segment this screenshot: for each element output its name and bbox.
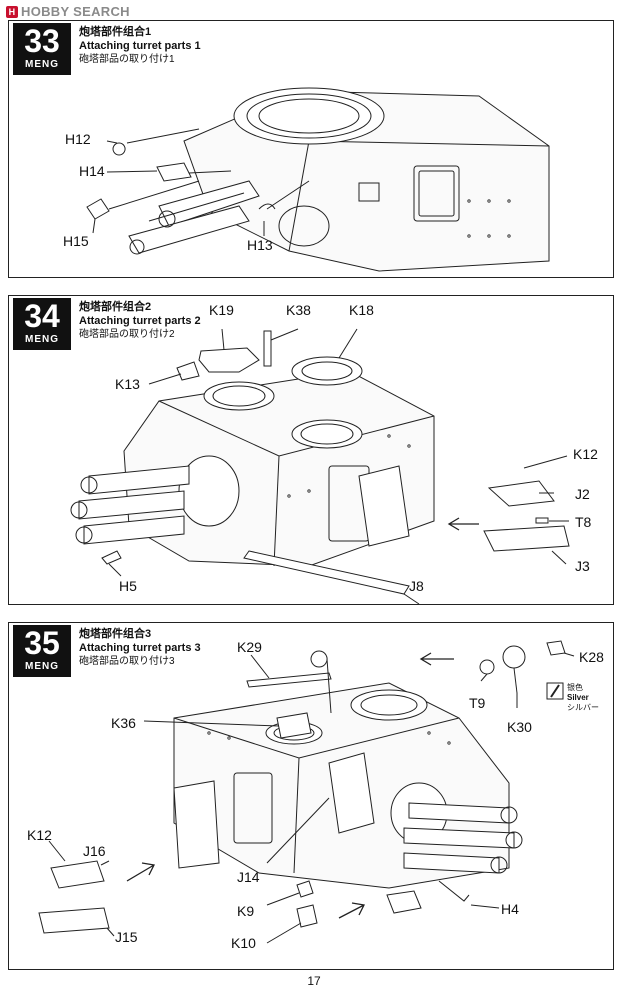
title-jp: 砲塔部品の取り付け2 <box>79 329 175 340</box>
part-label-j15: J15 <box>115 929 138 945</box>
step-number: 35 <box>24 625 60 661</box>
part-label-h4: H4 <box>501 901 519 917</box>
part-label-t9: T9 <box>469 695 486 711</box>
part-label-j3: J3 <box>575 558 590 574</box>
turret-drawing-35 <box>38 640 575 944</box>
part-label-k19: K19 <box>209 302 234 318</box>
part-label-j8: J8 <box>409 578 424 594</box>
watermark-text: HOBBY SEARCH <box>21 4 130 19</box>
step-number: 33 <box>24 23 60 59</box>
title-jp: 砲塔部品の取り付け1 <box>79 54 175 65</box>
part-label-k13: K13 <box>115 376 140 392</box>
title-en: Attaching turret parts 3 <box>79 642 201 654</box>
brand-logo: MENG <box>25 334 59 345</box>
part-label-h5: H5 <box>119 578 137 594</box>
step-badge: 33 MENG <box>13 23 71 75</box>
paint-name-en: Silver <box>567 693 589 702</box>
hobbysearch-logo-icon: H <box>6 5 18 18</box>
part-label-k18: K18 <box>349 302 374 318</box>
step-33-panel: 33 MENG 炮塔部件组合1 Attaching turret parts 1… <box>8 20 614 278</box>
part-label-k12-step35: K12 <box>27 827 52 843</box>
step-titles: 炮塔部件组合1 Attaching turret parts 1 砲塔部品の取り… <box>79 25 201 67</box>
title-jp: 砲塔部品の取り付け3 <box>79 656 175 667</box>
part-label-k12: K12 <box>573 446 598 462</box>
part-label-t8: T8 <box>575 514 592 530</box>
part-label-k38: K38 <box>286 302 311 318</box>
title-en: Attaching turret parts 1 <box>79 40 201 52</box>
page-number: 17 <box>307 974 321 988</box>
step-badge: 35 MENG <box>13 625 71 677</box>
part-label-j14: J14 <box>237 869 260 885</box>
paint-brush-icon <box>546 682 564 700</box>
title-en: Attaching turret parts 2 <box>79 315 201 327</box>
paint-name-cn: 银色 <box>567 683 583 692</box>
part-label-k29: K29 <box>237 639 262 655</box>
step-titles: 炮塔部件组合2 Attaching turret parts 2 砲塔部品の取り… <box>79 300 201 342</box>
step-number: 34 <box>24 298 60 334</box>
part-label-k10: K10 <box>231 935 256 951</box>
part-label-k28: K28 <box>579 649 604 665</box>
paint-name-jp: シルバー <box>567 703 599 712</box>
part-label-h14: H14 <box>79 163 105 179</box>
part-label-k9: K9 <box>237 903 255 919</box>
turret-drawing-34 <box>70 328 570 605</box>
title-cn: 炮塔部件组合2 <box>79 301 152 313</box>
brand-logo: MENG <box>25 661 59 672</box>
part-label-h12: H12 <box>65 131 91 147</box>
part-label-j2: J2 <box>575 486 590 502</box>
step-34-panel: 34 MENG 炮塔部件组合2 Attaching turret parts 2… <box>8 295 614 605</box>
part-label-h15: H15 <box>63 233 89 249</box>
paint-callout: 银色 Silver シルバー <box>567 683 599 713</box>
title-cn: 炮塔部件组合1 <box>79 26 152 38</box>
watermark: H HOBBY SEARCH <box>6 4 130 19</box>
step-titles: 炮塔部件组合3 Attaching turret parts 3 砲塔部品の取り… <box>79 627 201 669</box>
step-badge: 34 MENG <box>13 298 71 350</box>
title-cn: 炮塔部件组合3 <box>79 628 152 640</box>
turret-drawing-33 <box>86 87 550 272</box>
part-label-h13: H13 <box>247 237 273 253</box>
part-label-k36: K36 <box>111 715 136 731</box>
part-label-k30: K30 <box>507 719 532 735</box>
step-35-panel: 35 MENG 炮塔部件组合3 Attaching turret parts 3… <box>8 622 614 970</box>
part-label-j16: J16 <box>83 843 106 859</box>
brand-logo: MENG <box>25 59 59 70</box>
